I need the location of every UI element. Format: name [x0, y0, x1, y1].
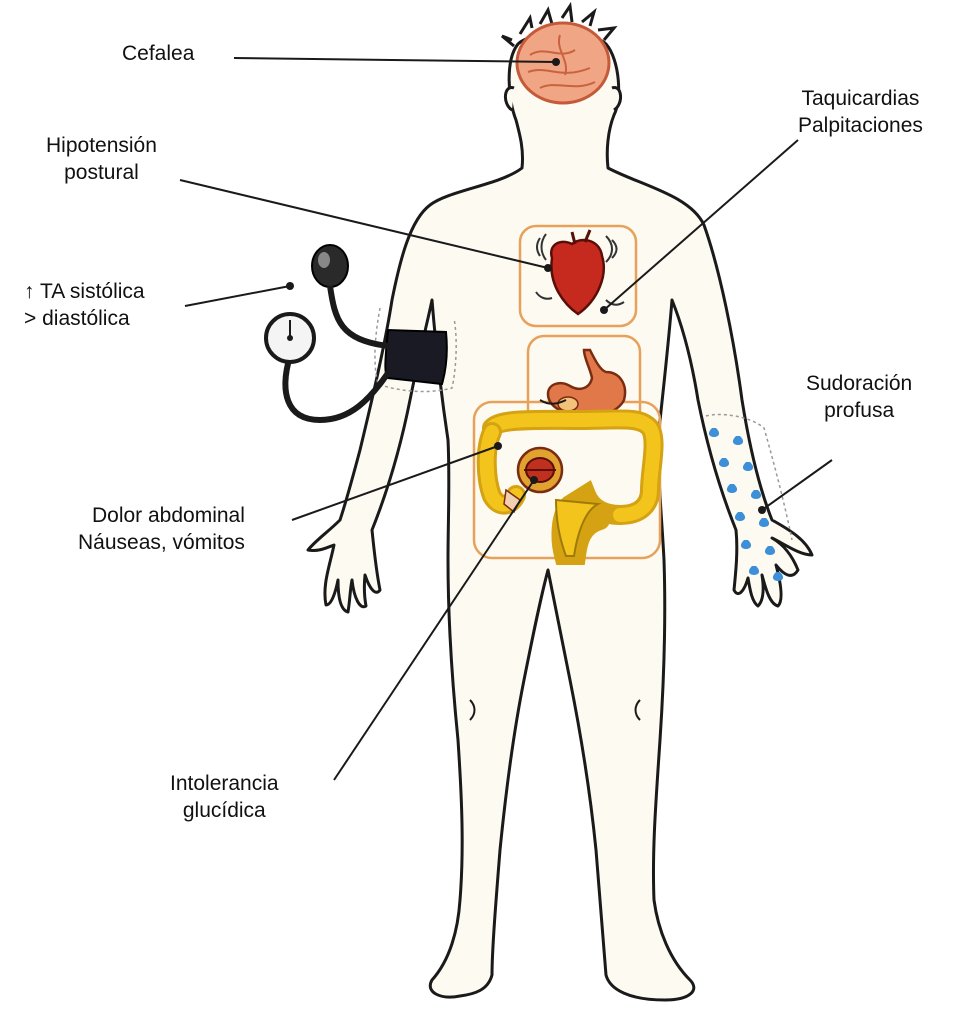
label-hipotension-postural: Hipotensión postural [46, 132, 157, 186]
brain [517, 23, 609, 103]
label-ta-sistolica: ↑ TA sistólica > diastólica [24, 278, 145, 332]
label-dolor-abdominal: Dolor abdominal Náuseas, vómitos [78, 502, 245, 556]
label-taquicardias: Taquicardias Palpitaciones [798, 85, 923, 139]
label-cefalea: Cefalea [122, 40, 194, 67]
label-sudoracion: Sudoración profusa [806, 370, 912, 424]
label-intolerancia-glucidica: Intolerancia glucídica [170, 770, 279, 824]
